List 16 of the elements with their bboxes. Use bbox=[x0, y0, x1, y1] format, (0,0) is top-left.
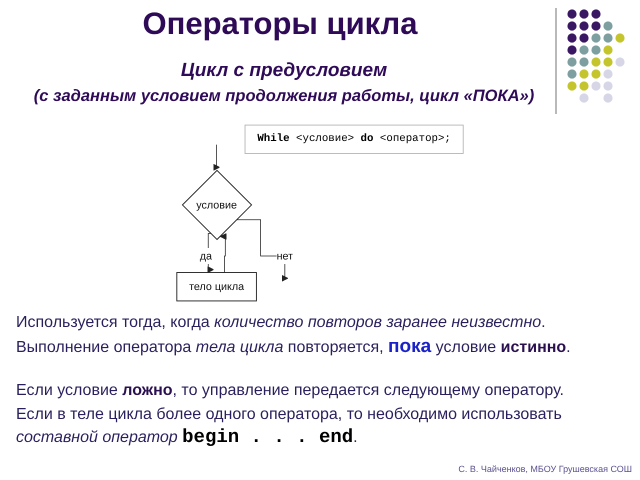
body-text: Если в теле цикла более одного оператора, то необходимо использовать составной оператор begin . . . end. bbox=[16, 405, 563, 449]
author-credit: С. В. Чайченков, МБОУ Грушевская СОШ bbox=[458, 464, 632, 474]
arrow bbox=[236, 219, 288, 282]
arrow bbox=[220, 233, 227, 273]
code-box: While <условие> do <оператор>; bbox=[244, 124, 464, 154]
subtitle: (с заданным условием продолжения работы, цикл «ПОКА») bbox=[32, 86, 536, 107]
arrow bbox=[207, 233, 214, 273]
body-text: Выполнение оператора тела цикла повторяется, пока условие истинно. bbox=[16, 336, 572, 359]
arrow bbox=[213, 144, 220, 171]
slide-title: Операторы цикла bbox=[142, 6, 419, 42]
body-text: Используется тогда, когда количество повторов заранее неизвестно. bbox=[16, 313, 547, 333]
edge-label: да bbox=[200, 248, 212, 264]
decision-diamond: условие bbox=[182, 170, 252, 240]
process-box: тело цикла bbox=[176, 272, 257, 302]
subtitle: Цикл с предусловием bbox=[180, 60, 388, 82]
body-text: Если условие ложно, то управление передается следующему оператору. bbox=[16, 381, 565, 401]
